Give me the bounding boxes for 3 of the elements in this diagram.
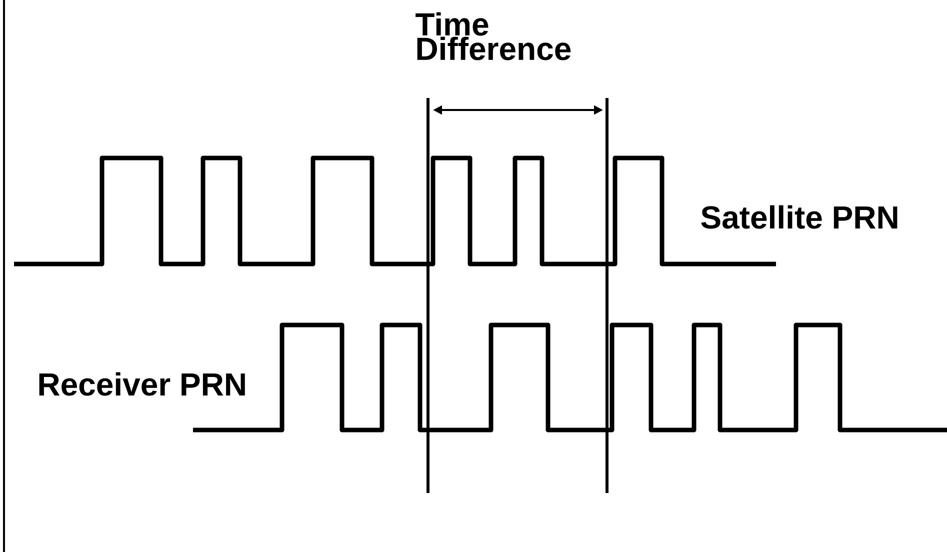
signal-label: Receiver PRN: [39, 372, 245, 396]
signal-label: Satellite PRN: [701, 205, 898, 229]
signal-label: Time Difference: [416, 12, 571, 60]
